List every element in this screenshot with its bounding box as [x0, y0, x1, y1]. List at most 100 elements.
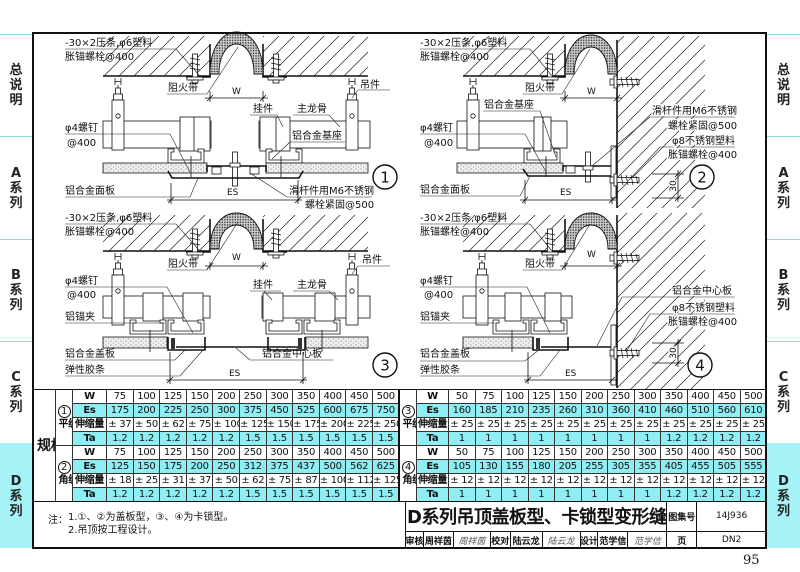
- right-section-index: 总说明 A系列 B系列 C系列 D系列: [767, 0, 800, 572]
- section-tab-c[interactable]: C系列: [767, 341, 800, 443]
- spec-value: 225: [159, 403, 187, 418]
- face-panel: [167, 170, 304, 179]
- section-tab-label: D系列: [776, 473, 790, 519]
- spec-value: 305: [607, 459, 635, 474]
- spec-value: 1.2: [739, 431, 767, 446]
- joint-type-cell: 2角缝: [55, 445, 73, 502]
- spec-value: ± 12: [474, 473, 502, 488]
- table-bottom-rule: [33, 500, 766, 502]
- row-label: Es: [72, 459, 107, 474]
- label-screw: φ4螺钉: [65, 275, 98, 287]
- section-tab-b[interactable]: B系列: [767, 239, 800, 341]
- role-check: 校对: [491, 532, 511, 548]
- section-tab-label: A系列: [9, 165, 23, 211]
- spec-value: 1.2: [713, 431, 741, 446]
- spec-value: 560: [713, 403, 741, 418]
- spec-value: 1.2: [159, 431, 187, 446]
- spec-value: 1.2: [660, 431, 688, 446]
- spec-value: 400: [686, 389, 714, 404]
- spec-value: 75: [474, 445, 502, 460]
- spec-value: ± 25: [633, 417, 661, 432]
- spec-value: 1: [527, 431, 555, 446]
- label-width: W: [587, 87, 596, 97]
- hanging-piece: [504, 292, 522, 322]
- section-tab-a[interactable]: A系列: [0, 136, 32, 239]
- label-aluminum-base: 铝合金基座: [292, 129, 342, 142]
- spec-value: 500: [371, 445, 400, 460]
- section-tab-a[interactable]: A系列: [767, 136, 800, 239]
- spec-value: 1.2: [185, 487, 214, 502]
- spec-value: 75: [474, 389, 502, 404]
- section-tab-d[interactable]: D系列: [767, 443, 800, 548]
- detail-number-circle: [687, 352, 713, 378]
- row-label: 伸缩量: [72, 473, 107, 488]
- screw: [149, 330, 323, 352]
- aluminum-clip: [530, 319, 568, 335]
- label-es: ES: [560, 188, 572, 198]
- detail-number-badge: 2: [57, 460, 71, 474]
- label-es: ES: [229, 369, 241, 379]
- joint-type-cell: 1平缝: [55, 389, 73, 446]
- spec-value: 300: [633, 445, 661, 460]
- spec-value: 100: [501, 445, 529, 460]
- fire-barrier-band: [564, 34, 618, 75]
- spec-value: 300: [633, 389, 661, 404]
- spec-value: 300: [265, 445, 294, 460]
- row-label: W: [416, 445, 449, 460]
- spec-value: 500: [318, 459, 347, 474]
- label-anchor-bolt: 胀锚螺栓@400: [420, 225, 489, 238]
- spec-value: 1.5: [292, 431, 320, 446]
- label-fire-band: 阻火带: [168, 258, 198, 270]
- spec-value: 1.2: [132, 431, 161, 446]
- label-wall-anchor: φ8不锈钢塑料: [672, 134, 735, 147]
- detail-number-circle: [689, 164, 715, 190]
- spec-value: ± 25: [607, 417, 635, 432]
- section-tab-label: 总说明: [9, 63, 23, 108]
- spec-value: ± 12: [501, 473, 529, 488]
- spec-value: 505: [713, 459, 741, 474]
- slide-bolt: [582, 151, 594, 183]
- hanging-piece: [179, 116, 211, 152]
- spec-value: 1.5: [318, 487, 347, 502]
- spec-value: ± 25: [686, 417, 714, 432]
- section-tab-d[interactable]: D系列: [0, 443, 32, 548]
- spec-value: 150: [132, 459, 161, 474]
- label-pressing-strip: -30×2压条,φ6塑料: [65, 36, 152, 49]
- row-label: W: [72, 445, 107, 460]
- spec-value: 405: [660, 459, 688, 474]
- spec-value: 1.5: [345, 487, 373, 502]
- ceiling-board: [462, 336, 534, 349]
- spec-value: ± 250: [371, 417, 400, 432]
- spec-value: 100: [132, 445, 161, 460]
- row-label: Ta: [72, 431, 107, 446]
- slide-bolt: [229, 151, 241, 187]
- spec-value: 400: [318, 445, 347, 460]
- spec-value: 1.2: [212, 487, 240, 502]
- label-slide-bolt: 滑杆件用M6不锈钢: [289, 184, 374, 197]
- section-tab-c[interactable]: C系列: [0, 341, 32, 443]
- label-screw: φ4螺钉: [65, 122, 98, 134]
- section-tab-general[interactable]: 总说明: [0, 34, 32, 136]
- atlas-number-label: 图集号: [667, 501, 698, 531]
- label-wall-anchor: φ8不锈钢塑料: [672, 301, 735, 314]
- spec-value: ± 112: [345, 473, 373, 488]
- section-tab-b[interactable]: B系列: [0, 239, 32, 341]
- spec-value: ± 25: [132, 473, 161, 488]
- spec-value: 410: [633, 403, 661, 418]
- leader-line: [420, 223, 735, 377]
- spec-value: 312: [238, 459, 267, 474]
- spec-value: 1.2: [713, 487, 741, 502]
- spec-value: ± 200: [318, 417, 347, 432]
- spec-value: ± 37: [185, 473, 214, 488]
- aluminum-clip: [492, 319, 530, 335]
- row-label: W: [416, 389, 449, 404]
- spec-value: 205: [554, 459, 582, 474]
- reviewer-signature: 周祥茵: [454, 532, 491, 548]
- page-number: 95: [743, 553, 760, 568]
- spec-value: ± 25: [474, 417, 502, 432]
- hanging-piece: [182, 292, 204, 322]
- section-tab-general[interactable]: 总说明: [767, 34, 800, 136]
- detail-number-circle: [372, 352, 398, 378]
- spec-value: ± 75: [185, 417, 214, 432]
